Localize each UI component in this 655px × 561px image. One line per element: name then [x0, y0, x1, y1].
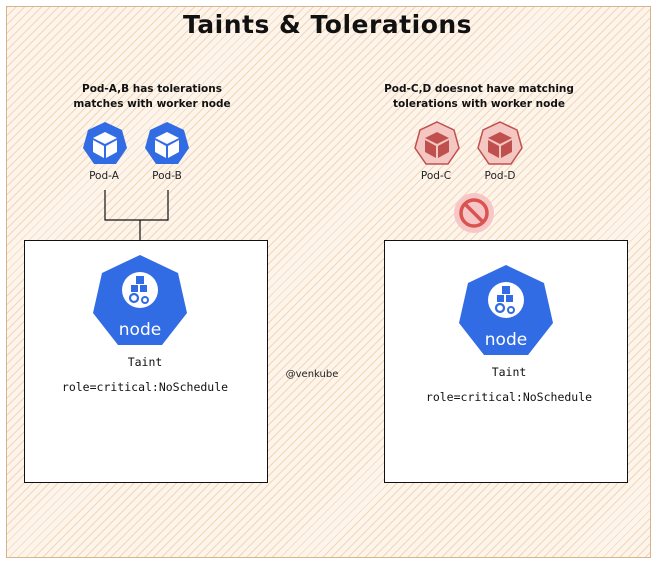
- pod-c-cube-icon: [414, 121, 460, 165]
- pod-b-label: Pod-B: [152, 170, 182, 182]
- right-taint-value: role=critical:NoSchedule: [425, 390, 593, 404]
- left-kubernetes-node-icon: node: [93, 255, 187, 345]
- pod-c-label: Pod-C: [420, 170, 452, 182]
- author-handle: @venkube: [285, 369, 339, 380]
- left-caption-line1: Pod-A,B has tolerations: [82, 83, 222, 95]
- pod-a-cube-icon: [83, 122, 127, 164]
- right-caption-line1: Pod-C,D doesnot have matching: [384, 83, 574, 95]
- diagram-title: Taints & Tolerations: [182, 10, 473, 39]
- right-taint-heading: Taint: [491, 365, 527, 379]
- left-taint-value: role=critical:NoSchedule: [61, 380, 229, 394]
- right-caption-line2: tolerations with worker node: [393, 98, 565, 110]
- pod-b-cube-icon: [145, 122, 189, 164]
- pod-d-label: Pod-D: [484, 170, 516, 182]
- left-node-label: node: [119, 320, 161, 340]
- no-entry-icon: [454, 193, 494, 233]
- pod-a-label: Pod-A: [89, 170, 119, 182]
- left-caption: Pod-A,B has tolerations matches with wor…: [32, 82, 272, 112]
- left-caption-line2: matches with worker node: [73, 98, 231, 110]
- right-node-label: node: [485, 330, 527, 350]
- right-kubernetes-node-icon: node: [459, 265, 553, 355]
- right-caption: Pod-C,D doesnot have matching toleration…: [359, 82, 599, 112]
- left-taint-heading: Taint: [127, 355, 163, 369]
- pod-d-cube-icon: [477, 121, 523, 165]
